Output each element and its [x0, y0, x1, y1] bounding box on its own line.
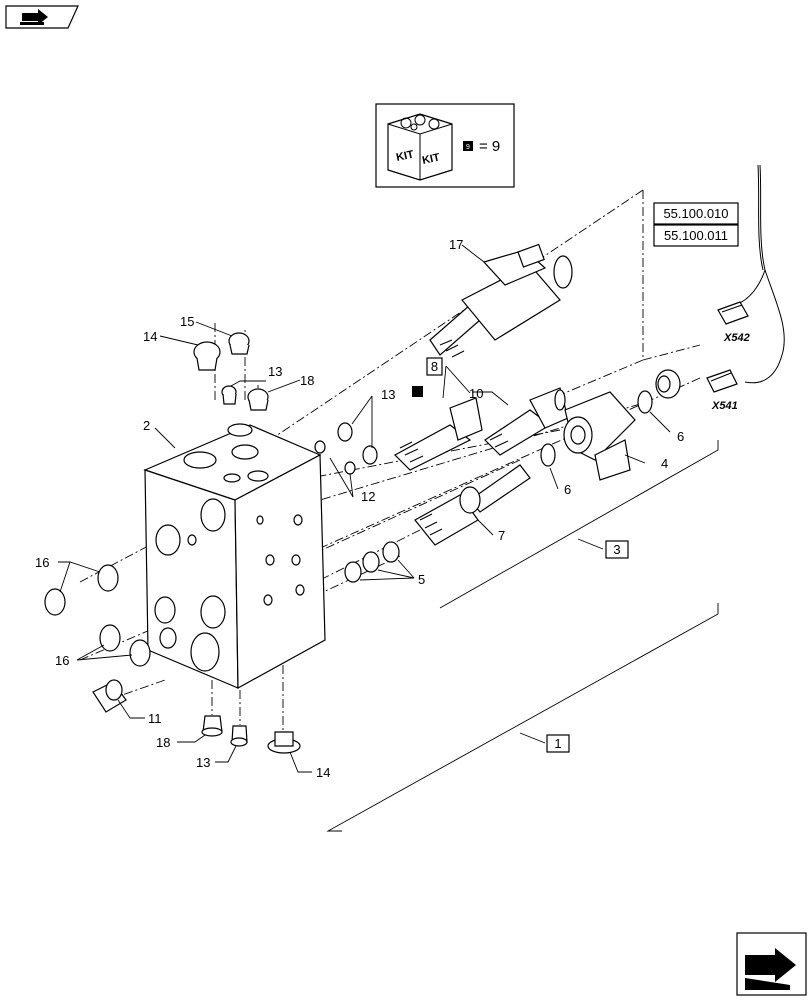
previous-page-icon[interactable]	[5, 5, 79, 29]
callout-1[interactable]: 1	[554, 736, 561, 751]
callout-1-box	[546, 734, 570, 753]
kit-right-label: KIT	[421, 151, 441, 166]
callout-13-top-b[interactable]: 13	[381, 387, 395, 402]
coil-4	[563, 391, 636, 481]
seal-ring-6-a	[637, 390, 653, 414]
callout-14-bottom[interactable]: 14	[316, 765, 330, 780]
plug-11	[92, 679, 127, 713]
callout-12[interactable]: 12	[361, 489, 375, 504]
callout-13-bottom[interactable]: 13	[196, 755, 210, 770]
kit-box-icon	[387, 113, 453, 181]
callout-18-top[interactable]: 18	[300, 373, 314, 388]
reference-box-2	[653, 224, 739, 247]
seal-ring-6-b	[540, 443, 556, 467]
kit-panel: KIT KIT 9 = 9	[375, 103, 515, 188]
callout-8-box	[426, 357, 443, 376]
wiring-harness	[706, 164, 785, 393]
reference-2[interactable]: 55.100.011	[664, 228, 728, 243]
callout-10[interactable]: 10	[469, 386, 483, 401]
callout-18-bottom[interactable]: 18	[156, 735, 170, 750]
o-ring-5-b	[362, 551, 380, 573]
callouts: 17 15 14 13 18 13 10 2 12 6 4 6 7 5 16 1…	[35, 237, 684, 780]
reference-box-1	[653, 202, 739, 225]
callout-3-box	[605, 540, 629, 559]
callout-16-b[interactable]: 16	[55, 653, 69, 668]
callout-4[interactable]: 4	[661, 456, 668, 471]
connector-x542-label: X542	[723, 332, 750, 344]
callout-6-a[interactable]: 6	[677, 429, 684, 444]
callout-3[interactable]: 3	[613, 542, 620, 557]
cartridge-7	[414, 464, 531, 546]
o-ring-5-c	[382, 541, 400, 563]
callout-6-b[interactable]: 6	[564, 482, 571, 497]
solenoid-valve-17	[429, 243, 573, 358]
callout-17[interactable]: 17	[449, 237, 463, 252]
o-ring-5-a	[344, 561, 362, 583]
valve-block	[143, 423, 326, 690]
leader-lines	[58, 244, 671, 773]
side-plugs-16	[44, 564, 151, 667]
bottom-fittings	[201, 715, 301, 754]
callout-13-top-a[interactable]: 13	[268, 364, 282, 379]
reference-boxes: 55.100.010 55.100.011	[653, 202, 739, 247]
callout-11[interactable]: 11	[148, 711, 162, 726]
callout-7[interactable]: 7	[498, 528, 505, 543]
connector-x541-plug	[706, 369, 738, 393]
cartridge-8	[394, 397, 483, 471]
callout-5[interactable]: 5	[418, 572, 425, 587]
callout-15[interactable]: 15	[180, 314, 194, 329]
callout-16-a[interactable]: 16	[35, 555, 49, 570]
kit-badge	[463, 141, 473, 151]
kit-quantity: = 9	[479, 138, 500, 155]
nut	[655, 369, 681, 399]
fittings-13-12	[314, 422, 378, 475]
connector-x541-label: X541	[711, 400, 738, 412]
cartridge-10	[484, 387, 569, 456]
next-page-icon[interactable]	[736, 932, 807, 996]
kit-left-label: KIT	[395, 148, 415, 163]
callout-14-top[interactable]: 14	[143, 329, 157, 344]
callout-8[interactable]: 8	[431, 359, 438, 374]
kit-badge-number: 9	[466, 144, 470, 151]
callout-2[interactable]: 2	[143, 418, 150, 433]
callout-8-badge	[412, 386, 423, 397]
reference-1[interactable]: 55.100.010	[663, 206, 728, 221]
connector-x542-plug	[717, 301, 749, 325]
boxed-callouts: 8 3 1	[412, 357, 629, 753]
top-plugs	[193, 332, 269, 411]
assembly-brackets	[326, 440, 719, 832]
